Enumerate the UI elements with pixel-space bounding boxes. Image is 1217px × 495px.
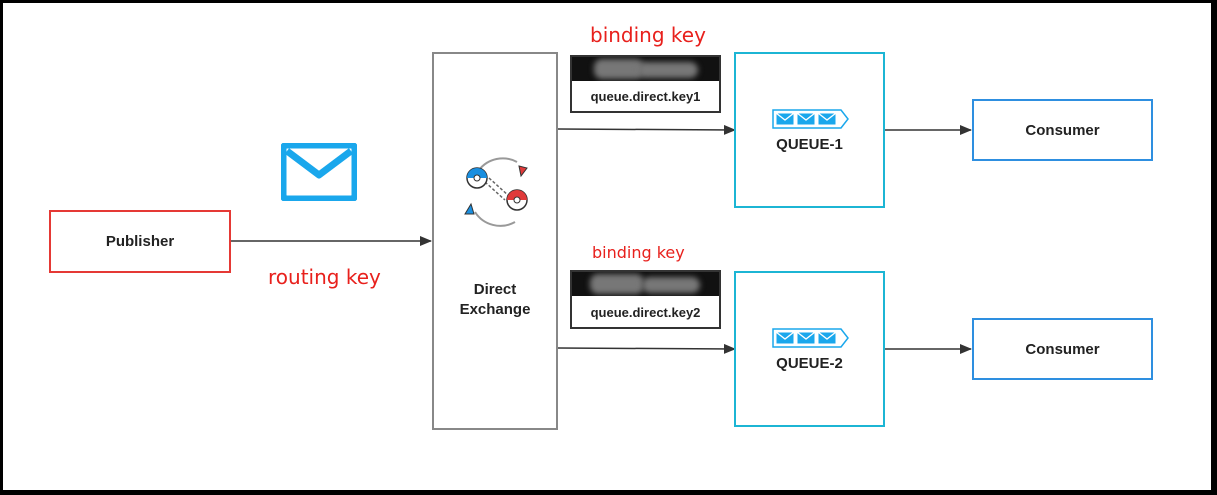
message-queue-icon [771,108,851,130]
routing-key-label: routing key [268,265,381,289]
publisher-label: Publisher [105,233,175,250]
binding-key-value-2: queue.direct.key2 [590,305,701,320]
exchange-to-queue2-arrow [557,343,736,354]
publisher-node: Publisher [49,210,231,273]
diagram-canvas: Publisher routing key [3,3,1211,490]
obscured-area [572,57,719,81]
queue-1-node: QUEUE-1 [734,52,885,208]
binding-key-label-1: binding key [590,23,706,47]
exchange-cycle-icon [461,152,533,228]
exchange-label-line1: Direct [473,281,517,298]
binding-key-box-2: queue.direct.key2 [570,270,721,329]
binding-key-label-2: binding key [592,243,685,262]
consumer-1-node: Consumer [972,99,1153,161]
queue-2-node: QUEUE-2 [734,271,885,427]
binding-key-value-1: queue.direct.key1 [590,89,701,104]
direct-exchange-node: Direct Exchange [432,52,558,430]
message-queue-icon [771,327,851,349]
consumer-2-label: Consumer [1025,340,1100,358]
consumer-1-label: Consumer [1025,121,1100,139]
obscured-area [572,272,719,296]
queue-1-label: QUEUE-1 [776,136,843,153]
queue-2-label: QUEUE-2 [776,355,843,372]
envelope-icon [279,141,359,203]
binding-key-box-1: queue.direct.key1 [570,55,721,113]
connector-layer [231,124,972,354]
consumer-2-node: Consumer [972,318,1153,380]
exchange-to-queue1-arrow [557,124,736,135]
exchange-label: Direct Exchange [434,280,556,320]
exchange-label-line2: Exchange [459,301,531,318]
